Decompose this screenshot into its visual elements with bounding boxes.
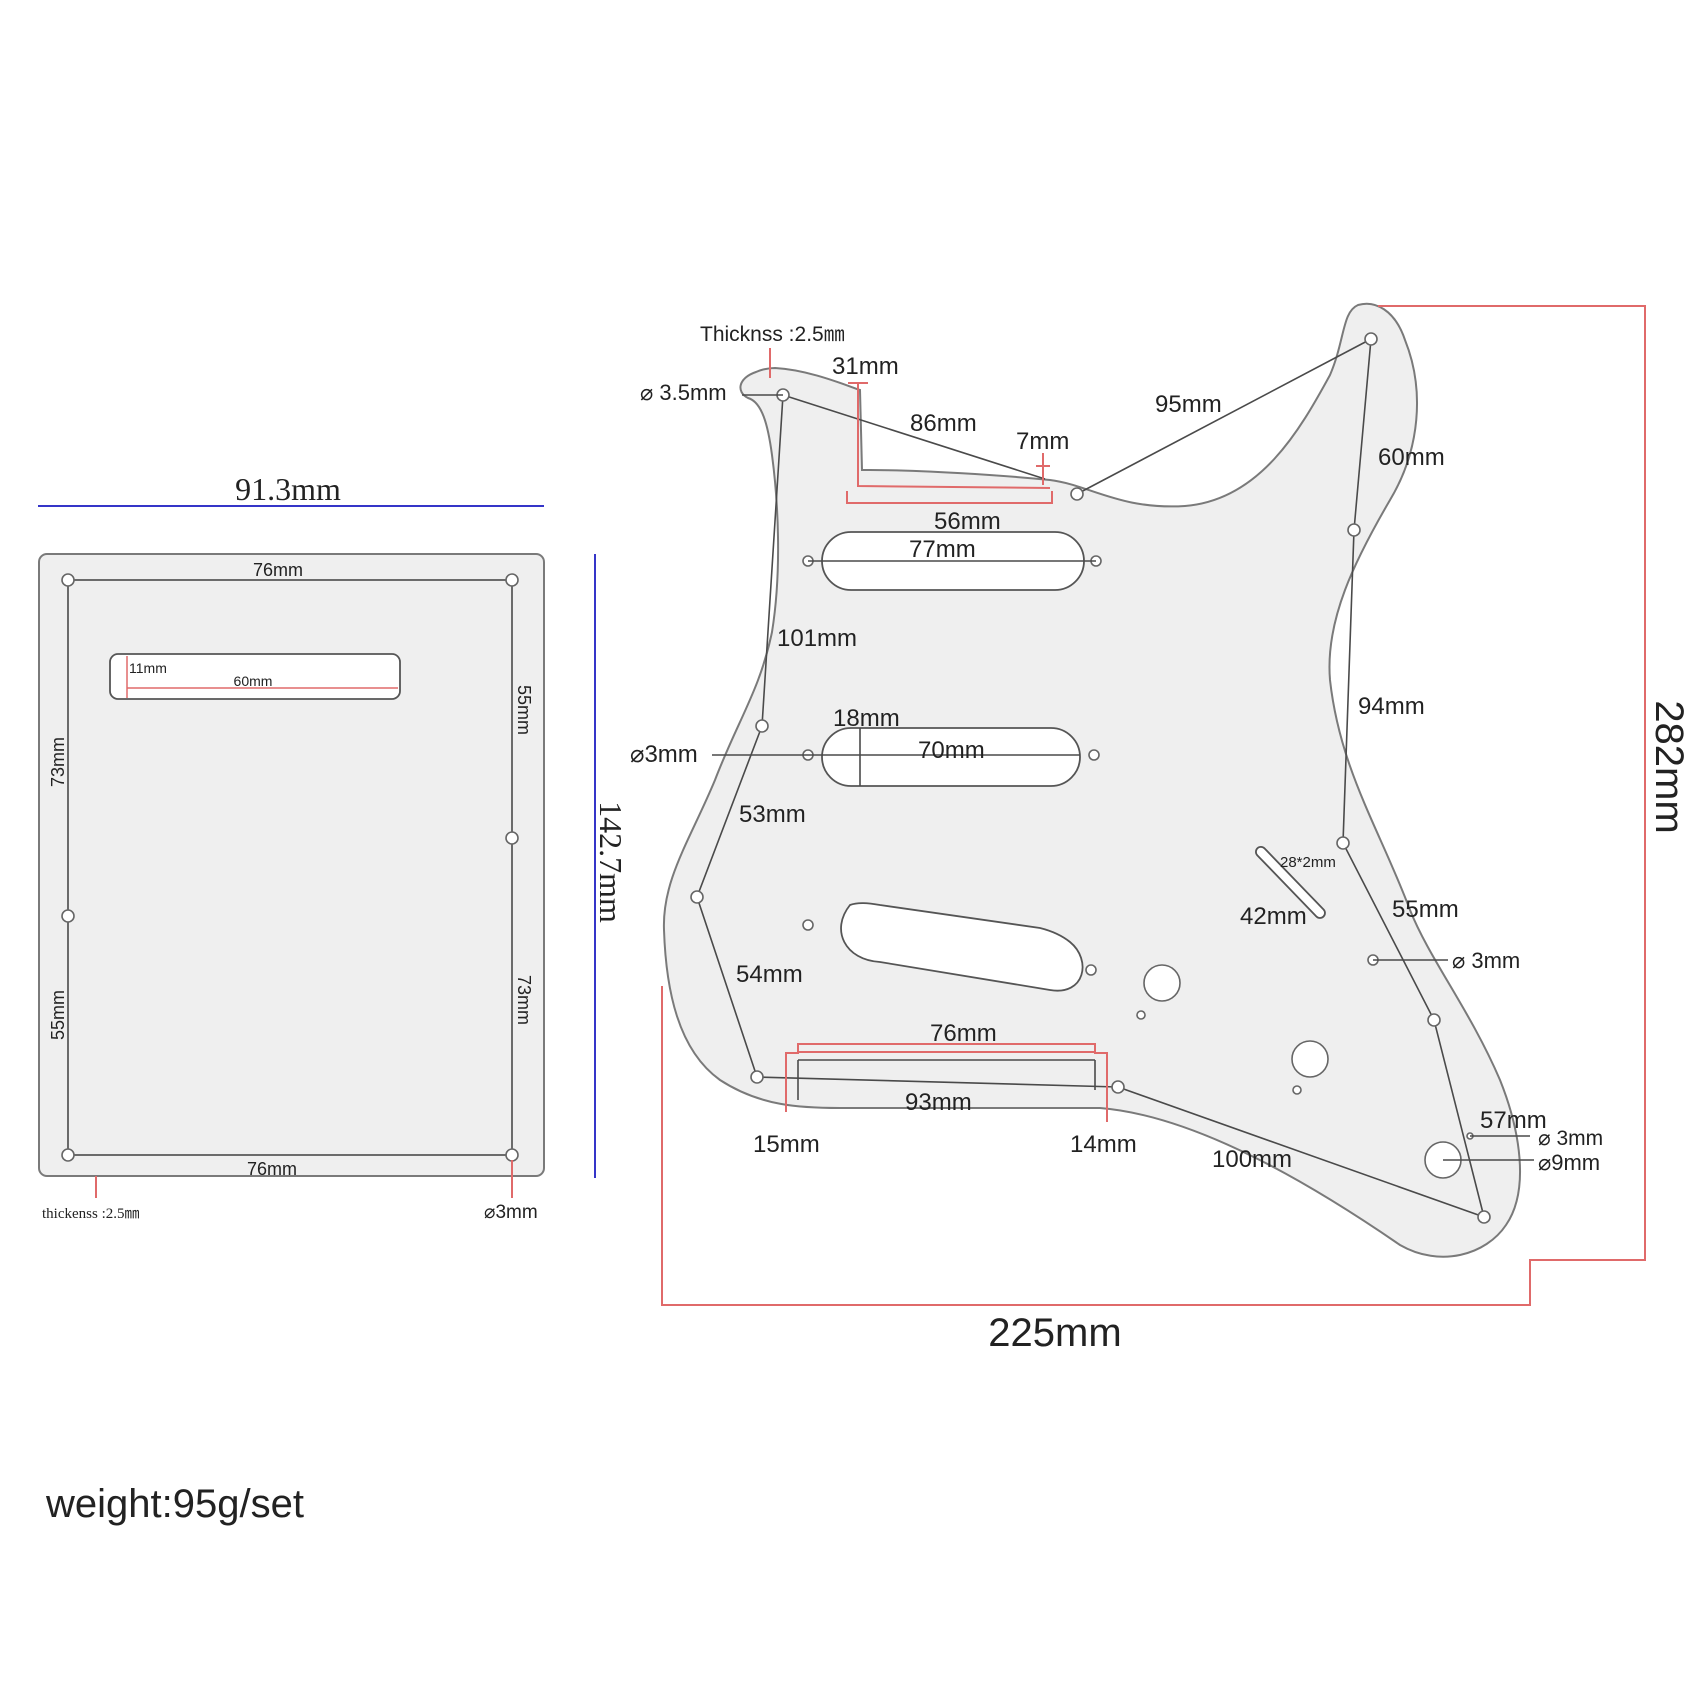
hole-jack-label: ⌀9mm bbox=[1538, 1150, 1600, 1175]
bridge-cut-label: 93mm bbox=[905, 1089, 972, 1116]
weight-label: weight:95g/set bbox=[45, 1482, 304, 1526]
backplate-right-upper-label: 55mm bbox=[514, 685, 534, 735]
switch-slot-label: 28*2mm bbox=[1280, 854, 1336, 871]
overall-height-label: 282mm bbox=[1647, 700, 1691, 833]
backplate-screw-hole bbox=[61, 909, 75, 923]
pickup2-length-label: 70mm bbox=[918, 737, 985, 764]
switch-spacing-label: 42mm bbox=[1240, 903, 1307, 930]
bridge-span-label: 76mm bbox=[930, 1020, 997, 1047]
bridge-left-label: 15mm bbox=[753, 1131, 820, 1158]
notch-width-label: 56mm bbox=[934, 508, 1001, 535]
pickup-screw-hole bbox=[1088, 749, 1100, 761]
pickguard-screw-hole bbox=[1336, 836, 1350, 850]
pickguard-thickness-label: Thicknss :2.5㎜ bbox=[700, 323, 845, 346]
overall-dimension-frame bbox=[661, 305, 1646, 1306]
hole-right-mid-label: ⌀ 3mm bbox=[1452, 948, 1520, 973]
slot-length-label: 60mm bbox=[234, 673, 273, 689]
backplate-bottom-span-label: 76mm bbox=[247, 1159, 297, 1179]
pickguard-screw-hole bbox=[1477, 1210, 1491, 1224]
backplate-hole-guide bbox=[67, 579, 513, 1156]
backplate-hole-label: ⌀3mm bbox=[484, 1202, 538, 1223]
left-mid-label: 53mm bbox=[739, 801, 806, 828]
screw-guide-horn bbox=[1076, 338, 1372, 495]
horn-line-label: 95mm bbox=[1155, 391, 1222, 418]
pickguard-screw-hole bbox=[1427, 1013, 1441, 1027]
pickguard-screw-hole bbox=[755, 719, 769, 733]
bottom-line-label: 100mm bbox=[1212, 1146, 1292, 1173]
backplate-screw-hole bbox=[61, 1148, 75, 1162]
backplate-height-label: 142.7mm bbox=[593, 801, 629, 923]
backplate-top-span-label: 76mm bbox=[253, 560, 303, 580]
middle-pickup-cutout bbox=[821, 727, 1081, 787]
pot-locator-hole bbox=[1292, 1085, 1302, 1095]
screw-guide-upper bbox=[782, 394, 1046, 480]
screw-guide-left bbox=[696, 394, 784, 1078]
backplate-left-upper-label: 73mm bbox=[48, 737, 68, 787]
upper-line-label: 86mm bbox=[910, 410, 977, 437]
backplate-drawing: 91.3mm 11mm 60mm 76mm 76mm 73mm 55mm 55m… bbox=[38, 471, 629, 1223]
backplate-screw-hole bbox=[505, 573, 519, 587]
hole-top-left-label: ⌀ 3.5mm bbox=[640, 380, 727, 405]
pickguard-screw-hole bbox=[690, 890, 704, 904]
right-mid-label: 94mm bbox=[1358, 693, 1425, 720]
pickguard-drawing: Thicknss :2.5㎜ ⌀ 3.5mm 31mm 86mm 7mm 95m… bbox=[630, 302, 1691, 1355]
pickguard-screw-hole bbox=[1364, 332, 1378, 346]
switch-slot bbox=[1255, 845, 1326, 919]
backplate-screw-hole bbox=[505, 831, 519, 845]
pickguard-screw-hole bbox=[1347, 523, 1361, 537]
pickup1-length-label: 77mm bbox=[909, 536, 976, 563]
hole-left-mid-label: ⌀3mm bbox=[630, 741, 698, 768]
backplate-left-lower-label: 55mm bbox=[48, 990, 68, 1040]
pot-locator-hole bbox=[1136, 1010, 1146, 1020]
volume-pot-hole bbox=[1143, 964, 1181, 1002]
backplate-width-label: 91.3mm bbox=[235, 471, 341, 507]
notch-width-dimension bbox=[846, 491, 1053, 504]
horn-right-label: 60mm bbox=[1378, 444, 1445, 471]
pickup-screw-hole bbox=[802, 919, 814, 931]
bridge-pickup-cutout bbox=[840, 902, 1084, 992]
tone-pot-hole bbox=[1291, 1040, 1329, 1078]
backplate-screw-hole bbox=[61, 573, 75, 587]
pickguard-screw-hole bbox=[1111, 1080, 1125, 1094]
right-lower-label: 55mm bbox=[1392, 896, 1459, 923]
overall-width-label: 225mm bbox=[988, 1311, 1121, 1355]
backplate-right-lower-label: 73mm bbox=[514, 975, 534, 1025]
left-long-label: 101mm bbox=[777, 625, 857, 652]
backplate-thickness-label: thickenss :2.5㎜ bbox=[42, 1206, 140, 1222]
neck-notch-label: 31mm bbox=[832, 353, 899, 380]
hole-small-label: ⌀ 3mm bbox=[1538, 1127, 1603, 1150]
pickup2-width-label: 18mm bbox=[833, 705, 900, 732]
notch-depth-label: 7mm bbox=[1016, 428, 1069, 455]
neck-notch-marker bbox=[857, 383, 1051, 489]
backplate-screw-hole bbox=[505, 1148, 519, 1162]
screw-guide-bottom bbox=[1117, 1086, 1485, 1218]
bridge-cut-dimension bbox=[785, 1043, 1108, 1122]
pickguard-screw-hole bbox=[1070, 487, 1084, 501]
pickup-screw-hole bbox=[1085, 964, 1097, 976]
left-lower-label: 54mm bbox=[736, 961, 803, 988]
pickguard-screw-hole bbox=[750, 1070, 764, 1084]
tail-line-label: 57mm bbox=[1480, 1107, 1547, 1134]
slot-height-label: 11mm bbox=[129, 660, 167, 676]
bridge-right-label: 14mm bbox=[1070, 1131, 1137, 1158]
backplate-outline bbox=[38, 553, 545, 1177]
screw-guide-bridge bbox=[756, 1076, 1119, 1088]
